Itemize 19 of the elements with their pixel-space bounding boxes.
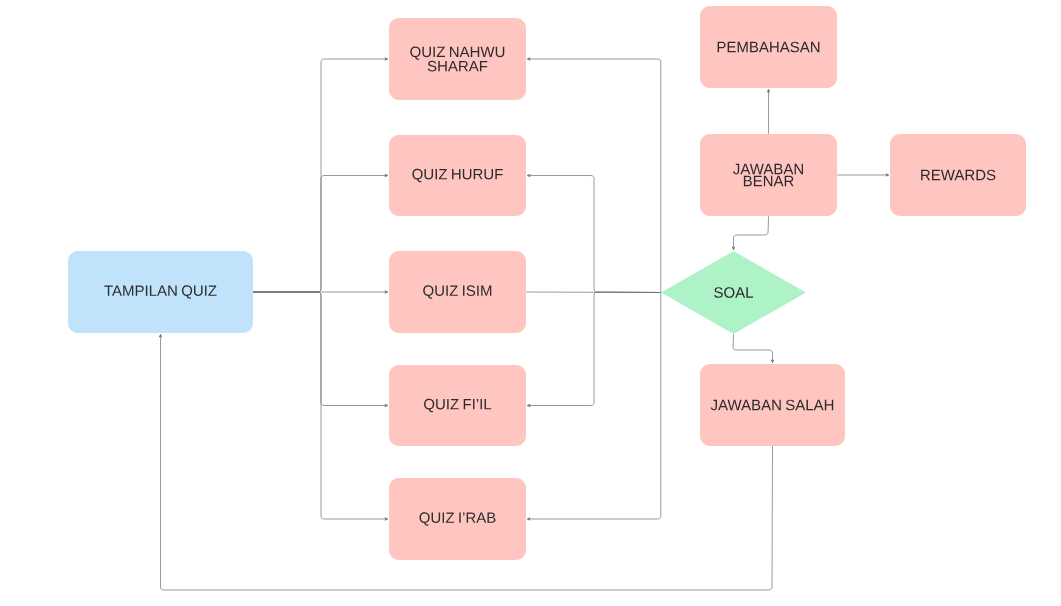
process-box: PEMBAHASAN: [700, 6, 837, 88]
arrow: [731, 215, 769, 251]
process-box: QUIZ FI’IL: [389, 365, 526, 446]
arrow: [252, 291, 389, 521]
arrow: [732, 333, 775, 364]
process-box: QUIZ HURUF: [389, 135, 526, 216]
process-box: JAWABAN BENAR: [700, 134, 837, 216]
process-box: JAWABAN SALAH: [700, 364, 845, 446]
arrow: [158, 333, 773, 591]
start-box: TAMPILAN QUIZ: [68, 251, 253, 333]
process-box: QUIZ I’RAB: [389, 478, 526, 560]
arrow: [766, 88, 771, 135]
arrow: [526, 57, 662, 293]
arrow: [526, 292, 662, 521]
process-box: QUIZ NAHWU SHARAF: [389, 18, 526, 100]
process-box: REWARDS: [890, 134, 1026, 216]
arrow: [836, 173, 890, 177]
process-box: QUIZ ISIM: [389, 251, 526, 333]
arrow: [526, 291, 662, 408]
